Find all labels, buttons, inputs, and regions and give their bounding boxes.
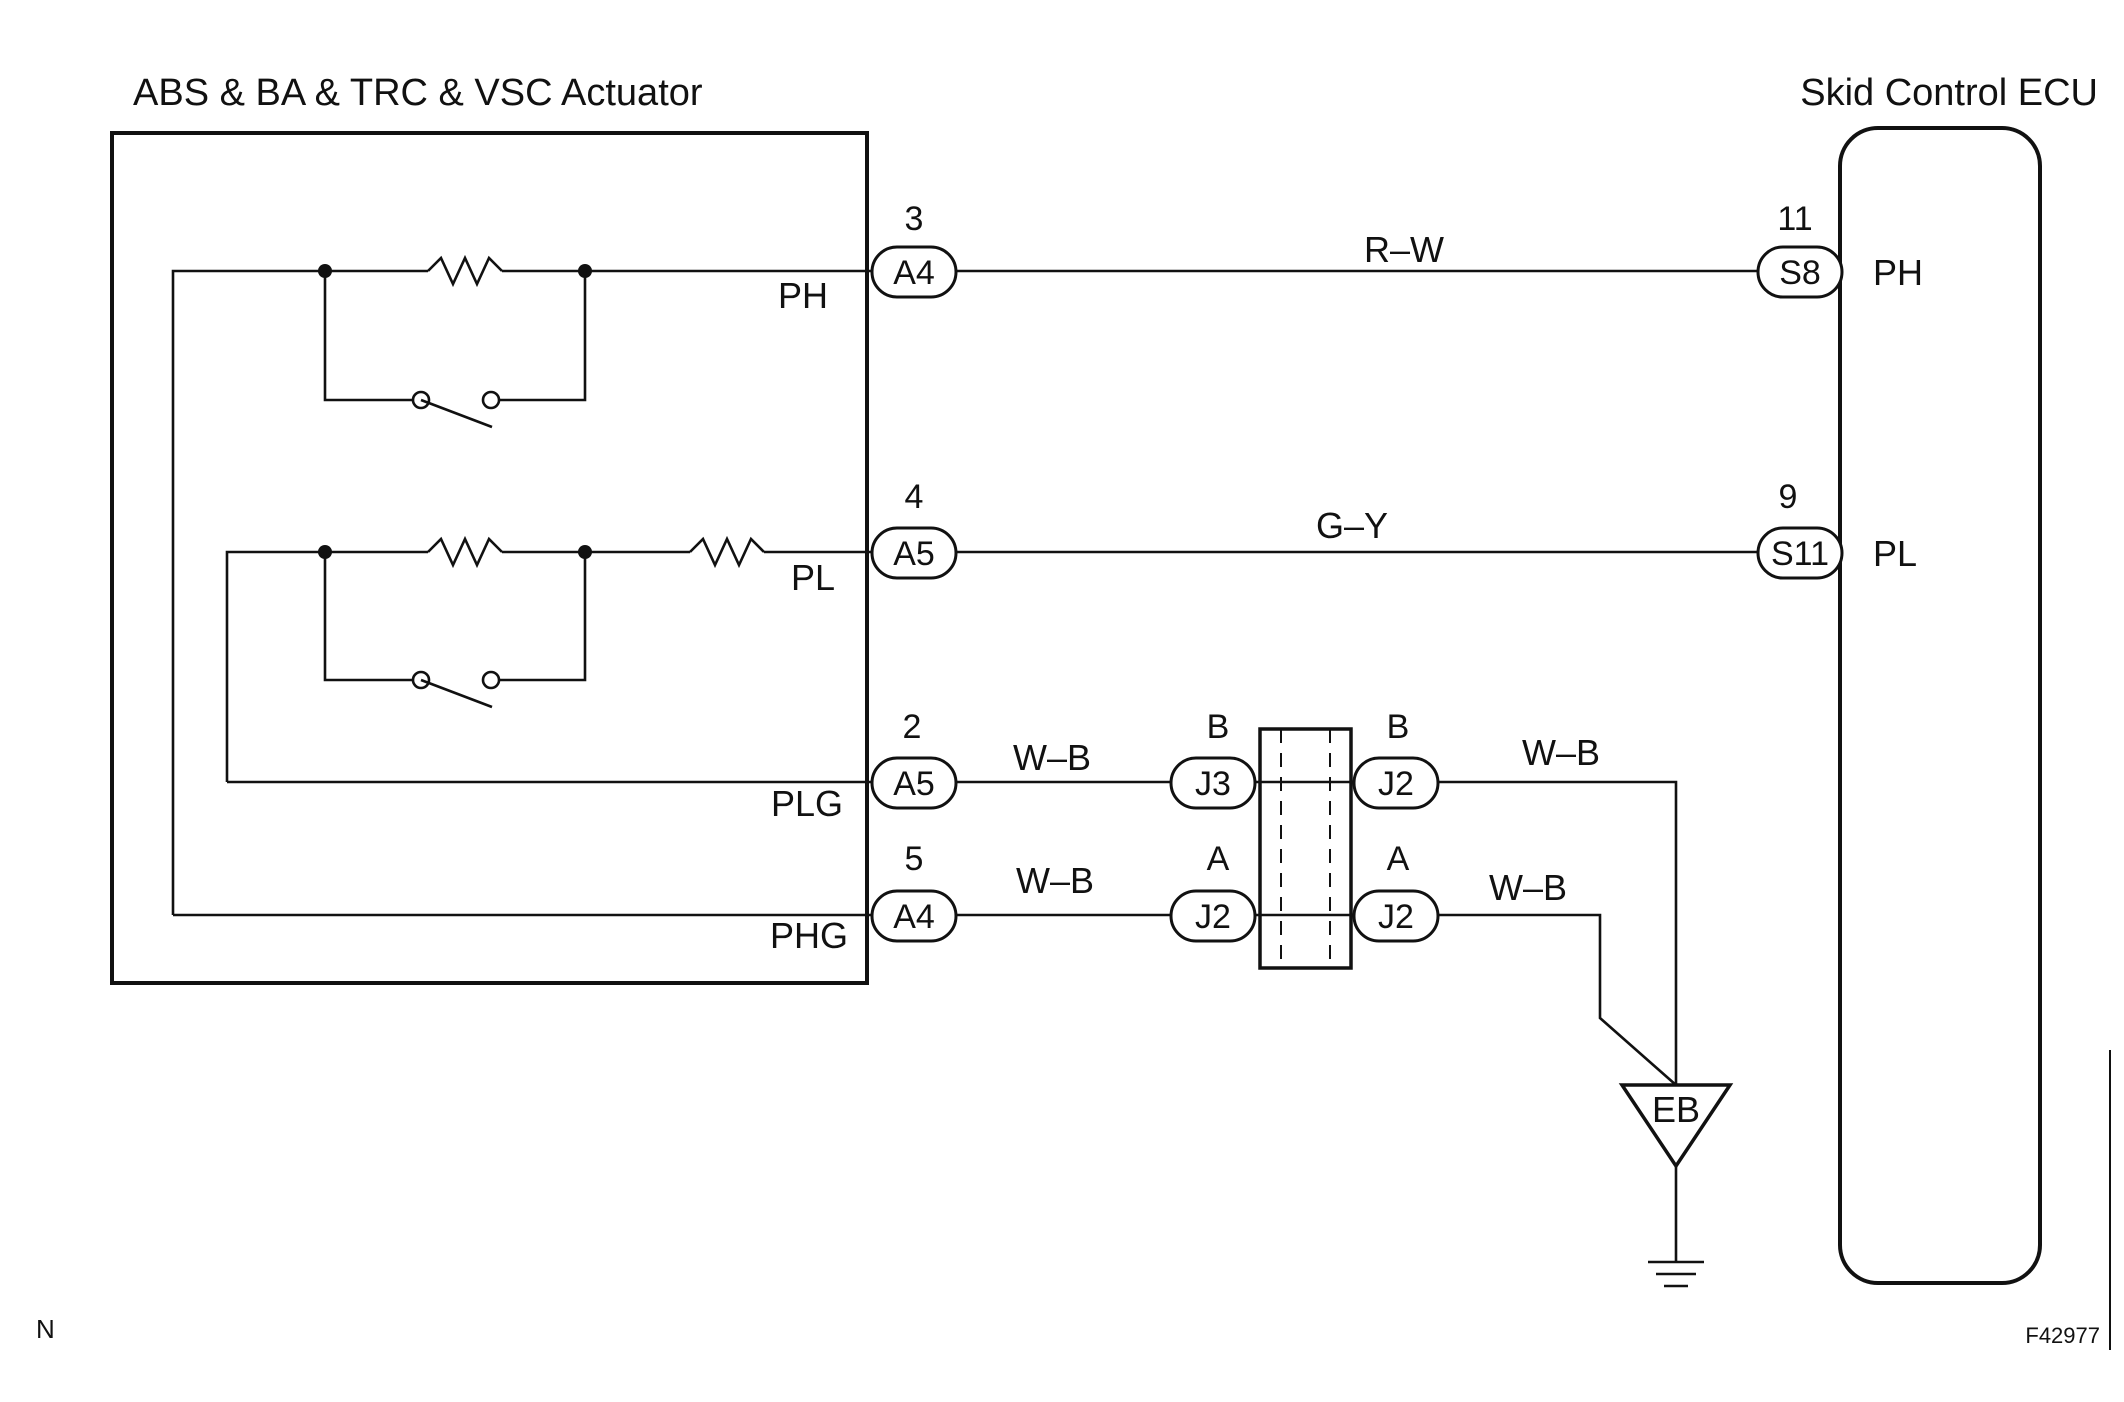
switch-blade: [420, 398, 493, 429]
connector-a5-low: A5 2: [870, 708, 958, 810]
switch-contact: [481, 390, 501, 410]
actuator-terminal-pl: PL: [791, 557, 835, 598]
connector-code: J2: [1378, 898, 1414, 936]
ecu-box: [1838, 126, 2042, 1285]
pin-number: 3: [905, 200, 924, 238]
actuator-terminal-ph: PH: [778, 275, 828, 316]
connector-j2-right-top: J2 B: [1352, 708, 1440, 810]
figure-id: F42977: [2025, 1323, 2100, 1348]
actuator-terminal-plg: PLG: [771, 783, 843, 824]
connector-j3: J3 B: [1169, 708, 1257, 810]
actuator-terminal-phg: PHG: [770, 915, 848, 956]
actuator-title: ABS & BA & TRC & VSC Actuator: [133, 72, 703, 114]
ground-icon: [1648, 1260, 1704, 1288]
ground-label: EB: [1652, 1089, 1700, 1130]
ecu-terminal-ph: PH: [1873, 252, 1923, 293]
connector-code: J2: [1378, 765, 1414, 803]
ecu-title: Skid Control ECU: [1800, 72, 2098, 114]
connector-code: A4: [893, 898, 935, 936]
ecu-terminal-pl: PL: [1873, 533, 1917, 574]
wire-label-r-w: R–W: [1364, 229, 1444, 270]
switch-blade: [420, 678, 493, 709]
wire-label-phg-right: W–B: [1489, 867, 1567, 908]
switch-contact: [481, 670, 501, 690]
connector-a5-mid: A5 4: [870, 478, 958, 580]
pin-number: B: [1387, 708, 1410, 746]
pin-number: 2: [903, 708, 922, 746]
pin-number: 5: [905, 840, 924, 878]
connector-code: A5: [893, 535, 935, 573]
pin-number: 11: [1777, 200, 1812, 238]
connector-j2-left-bot: J2 A: [1169, 840, 1257, 943]
pin-number: A: [1207, 840, 1230, 878]
connector-code: A4: [893, 254, 935, 292]
actuator-box: [110, 131, 869, 985]
wire-phg-right: [1436, 913, 1677, 1086]
connector-a4-top: A4 3: [870, 200, 958, 299]
connector-code: J2: [1195, 898, 1231, 936]
connector-code: S8: [1779, 254, 1821, 292]
connector-code: S11: [1771, 535, 1829, 573]
connector-a4-bot: A4 5: [870, 840, 958, 943]
connector-code: A5: [893, 765, 935, 803]
wire-label-phg-left: W–B: [1016, 860, 1094, 901]
pin-number: B: [1207, 708, 1230, 746]
pin-number: 4: [905, 478, 924, 516]
wire-plg-right: [1436, 780, 1678, 1085]
ground-point-eb: EB: [1618, 1083, 1734, 1170]
wire-label-g-y: G–Y: [1316, 505, 1388, 546]
pin-number: A: [1387, 840, 1410, 878]
ph-internal-circuit: [171, 254, 873, 915]
corner-mark-left: N: [36, 1314, 55, 1344]
pin-number: 9: [1779, 478, 1798, 516]
connector-s11: S11 9: [1756, 478, 1844, 580]
wire-label-plg-left: W–B: [1013, 737, 1091, 778]
pl-internal-circuit: [225, 535, 873, 782]
connector-code: J3: [1195, 765, 1231, 803]
connector-j2-right-bot: J2 A: [1352, 840, 1440, 943]
wire-label-plg-right: W–B: [1522, 732, 1600, 773]
connector-s8: S8 11: [1756, 200, 1844, 299]
